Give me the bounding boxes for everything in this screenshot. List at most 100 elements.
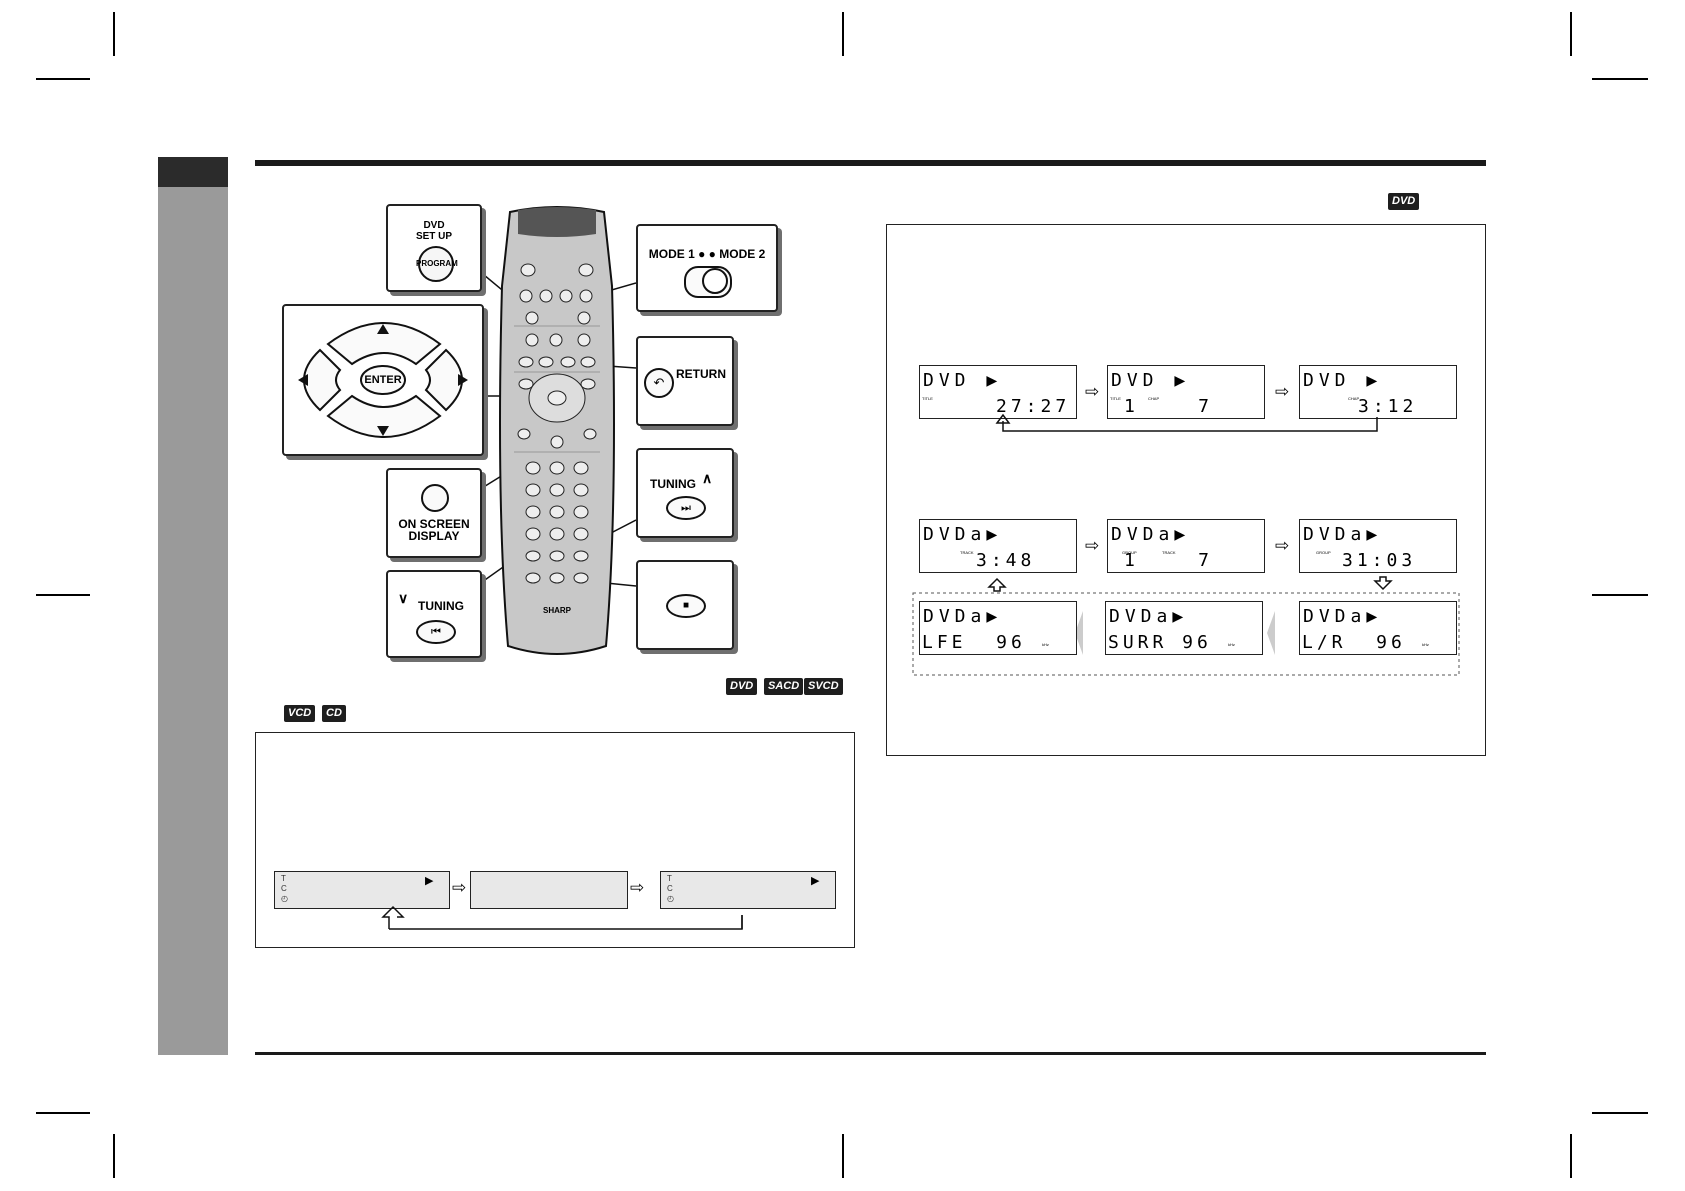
lcd-value: LFE 96 xyxy=(922,632,1026,653)
remote-control: SHARP xyxy=(496,206,618,658)
lcd-track-elapsed: DVDa▶ TRACK 3:48 xyxy=(919,519,1077,573)
lcd-source: DVDa▶ xyxy=(923,606,1003,627)
lcd-chapter-elapsed: DVD ▶ CHAP 3:12 xyxy=(1299,365,1457,419)
lcd-source: DVDa▶ xyxy=(1303,524,1383,545)
lcd-tag: GROUP xyxy=(1316,550,1331,555)
lcd-value: 1 7 xyxy=(1124,396,1214,417)
lcd-source: DVD ▶ xyxy=(1303,370,1383,391)
lcd-source: DVDa▶ xyxy=(1111,524,1191,545)
badge-cd: CD xyxy=(322,705,346,722)
osd-screen-2 xyxy=(470,871,628,909)
return-button[interactable]: ↶ xyxy=(644,368,674,398)
osd-panel: T C ◴ ▶ ⇨ ⇨ T C ◴ ▶ xyxy=(255,732,855,948)
chapter-icon: C xyxy=(667,884,673,893)
badge-dvd: DVD xyxy=(726,678,758,695)
tuning-up-chevron-icon: ∧ xyxy=(702,470,713,486)
lcd-tag: TITLE xyxy=(1110,396,1121,401)
lcd-tag: GROUP xyxy=(1122,550,1137,555)
cursor-up-icon xyxy=(377,324,389,334)
return-arrow-icon: ↶ xyxy=(653,375,665,390)
lcd-title-chapter: DVD ▶ TITLE CHAP 1 7 xyxy=(1107,365,1265,419)
on-screen-display-callout: ON SCREEN DISPLAY xyxy=(386,468,482,558)
lcd-source: DVDa▶ xyxy=(1303,606,1383,627)
chapter-icon: C xyxy=(281,884,287,893)
osd-screen-1: T C ◴ ▶ xyxy=(274,871,450,909)
lcd-group-track: DVDa▶ GROUP TRACK 1 7 xyxy=(1107,519,1265,573)
return-callout: ↶ RETURN xyxy=(636,336,734,426)
on-screen-display-label: ON SCREEN DISPLAY xyxy=(398,517,470,543)
skip-forward-button[interactable]: ⏭ xyxy=(666,496,706,520)
lcd-value: 3:12 xyxy=(1358,396,1418,417)
next-arrow-icon: ⇨ xyxy=(1085,382,1100,401)
crop-mark xyxy=(842,12,844,56)
on-screen-button[interactable] xyxy=(421,484,449,512)
next-arrow-icon: ⇨ xyxy=(630,878,645,897)
tuning-down-chevron-icon: ∨ xyxy=(398,590,409,606)
return-label: RETURN xyxy=(676,367,726,381)
next-arrow-icon: ⇨ xyxy=(452,878,467,897)
mode-label: MODE 1 ● ● MODE 2 xyxy=(648,247,766,261)
stop-callout: ■ xyxy=(636,560,734,650)
lcd-title-elapsed: DVD ▶ TITLE 27:27 xyxy=(919,365,1077,419)
tuning-up-label: TUNING xyxy=(650,477,696,491)
tuning-down-callout: ∨ TUNING ⏮ xyxy=(386,570,482,658)
skip-back-icon: ⏮ xyxy=(431,626,441,638)
enter-button[interactable]: ENTER xyxy=(364,374,402,386)
lcd-source: DVDa▶ xyxy=(923,524,1003,545)
lcd-value: 27:27 xyxy=(996,396,1071,417)
crop-mark xyxy=(842,1134,844,1178)
stop-icon: ■ xyxy=(682,600,690,611)
remote-brand: SHARP xyxy=(542,606,571,615)
lcd-value: 3:48 xyxy=(976,550,1036,571)
program-label: PROGRAM xyxy=(416,259,458,268)
badge-dvd-right: DVD xyxy=(1388,193,1420,210)
lcd-channel-lr: DVDa▶ L/R 96 kHz xyxy=(1299,601,1457,655)
crop-mark xyxy=(1570,12,1572,56)
section-sidebar xyxy=(158,157,228,1055)
crop-mark xyxy=(1592,78,1648,80)
lcd-unit: kHz xyxy=(1422,642,1429,647)
crop-mark xyxy=(1592,594,1648,596)
lcd-tag: TRACK xyxy=(960,550,974,555)
mode-switch[interactable] xyxy=(684,266,732,298)
lcd-source: DVDa▶ xyxy=(1109,606,1189,627)
bottom-rule xyxy=(255,1052,1486,1055)
next-arrow-icon: ⇨ xyxy=(1085,536,1100,555)
crop-mark xyxy=(36,594,90,596)
lcd-value: L/R 96 xyxy=(1302,632,1406,653)
lcd-value: 31:03 xyxy=(1342,550,1417,571)
next-arrow-icon: ⇨ xyxy=(1275,382,1290,401)
loop-back-arrow xyxy=(381,905,743,930)
cursor-pad-callout: ENTER xyxy=(282,304,484,456)
title-icon: T xyxy=(281,874,286,883)
title-icon: T xyxy=(667,874,672,883)
crop-mark xyxy=(113,1134,115,1178)
badge-svcd: SVCD xyxy=(804,678,843,695)
mode-switch-knob xyxy=(702,268,728,294)
stop-button[interactable]: ■ xyxy=(666,594,706,618)
time-icon: ◴ xyxy=(667,894,674,903)
skip-back-button[interactable]: ⏮ xyxy=(416,620,456,644)
skip-forward-icon: ⏭ xyxy=(681,502,691,514)
crop-mark xyxy=(36,1112,90,1114)
lcd-group-elapsed: DVDa▶ GROUP 31:03 xyxy=(1299,519,1457,573)
fl-display-panel: DVD ▶ TITLE 27:27 ⇨ DVD ▶ TITLE CHAP 1 7… xyxy=(886,224,1486,756)
time-icon: ◴ xyxy=(281,894,288,903)
lcd-source: DVD ▶ xyxy=(1111,370,1191,391)
mode-switch-callout: MODE 1 ● ● MODE 2 xyxy=(636,224,778,312)
crop-mark xyxy=(36,78,90,80)
program-button[interactable]: PROGRAM xyxy=(416,246,458,282)
tuning-up-callout: TUNING ∧ ⏭ xyxy=(636,448,734,538)
crop-mark xyxy=(113,12,115,56)
section-tab xyxy=(158,157,228,187)
lcd-value: 1 7 xyxy=(1124,550,1214,571)
cursor-down-icon xyxy=(377,426,389,436)
dvd-setup-label: DVD SET UP xyxy=(415,220,453,242)
tuning-down-label: TUNING xyxy=(418,599,464,613)
badge-sacd: SACD xyxy=(764,678,804,695)
lcd-unit: kHz xyxy=(1042,642,1049,647)
top-rule xyxy=(255,160,1486,166)
crop-mark xyxy=(1592,1112,1648,1114)
lcd-channel-surr: DVDa▶ SURR 96 kHz xyxy=(1105,601,1263,655)
osd-screen-3: T C ◴ ▶ xyxy=(660,871,836,909)
